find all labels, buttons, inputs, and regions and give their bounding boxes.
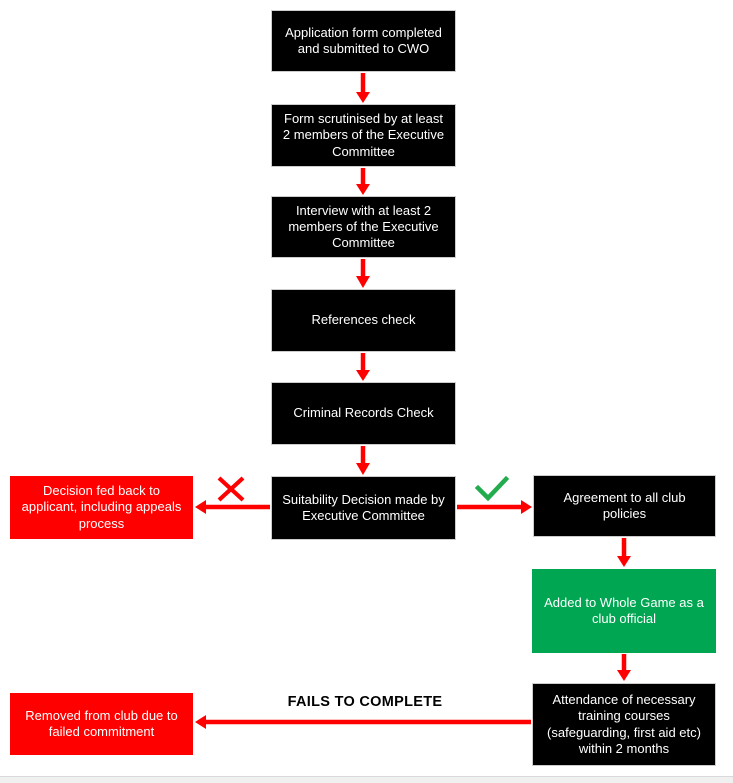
node-decision-fed-back: Decision fed back to applicant, includin… — [10, 476, 193, 539]
cross-icon — [217, 476, 245, 502]
arrow-attendance-to-removed — [195, 715, 531, 729]
arrow-agreement-to-whole-game — [617, 538, 631, 567]
arrow-suitability-to-agreement — [457, 500, 532, 514]
check-icon — [474, 475, 510, 502]
arrow-references-to-criminal — [356, 353, 370, 381]
node-suitability-decision: Suitability Decision made by Executive C… — [271, 476, 456, 540]
node-agreement-policies: Agreement to all club policies — [533, 475, 716, 537]
node-interview: Interview with at least 2 members of the… — [271, 196, 456, 258]
arrow-interview-to-references — [356, 259, 370, 288]
node-added-whole-game: Added to Whole Game as a club official — [532, 569, 716, 653]
node-criminal-records-check: Criminal Records Check — [271, 382, 456, 445]
node-attendance-training: Attendance of necessary training courses… — [532, 683, 716, 766]
arrow-form-to-interview — [356, 168, 370, 195]
node-application-form: Application form completed and submitted… — [271, 10, 456, 72]
arrow-suitability-to-decision-fed — [195, 500, 270, 514]
arrow-criminal-to-suitability — [356, 446, 370, 475]
arrow-application-to-form — [356, 73, 370, 103]
node-references-check: References check — [271, 289, 456, 352]
arrow-whole-game-to-attendance — [617, 654, 631, 681]
page-bottom-edge — [0, 776, 733, 783]
node-form-scrutinised: Form scrutinised by at least 2 members o… — [271, 104, 456, 167]
fails-to-complete-label: FAILS TO COMPLETE — [287, 694, 443, 710]
node-removed-from-club: Removed from club due to failed commitme… — [10, 693, 193, 755]
